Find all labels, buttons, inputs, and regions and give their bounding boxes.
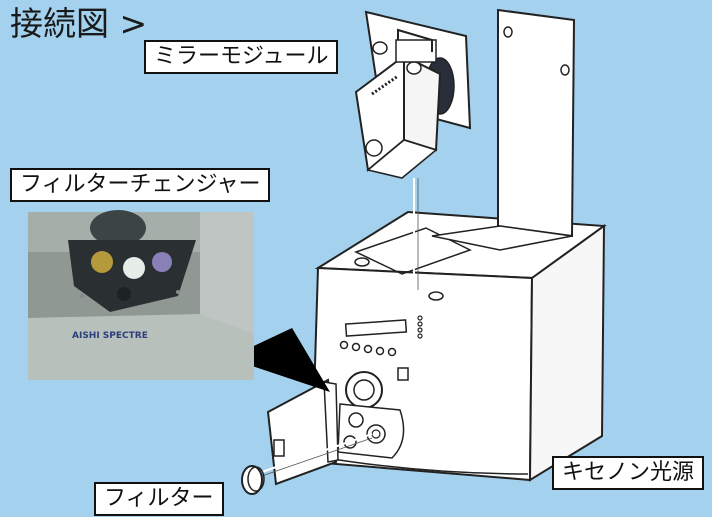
front-display: [344, 319, 408, 337]
port-3: [343, 435, 357, 449]
label-filter-changer: フィルターチェンジャー: [10, 168, 271, 202]
filter-white: [123, 257, 145, 279]
front-buttons: [339, 340, 409, 381]
indicator-leds: [417, 315, 423, 339]
top-screw-2: [428, 291, 444, 301]
port-plate: [337, 403, 405, 459]
unit-side-face: [528, 224, 606, 482]
xenon-light-source-unit: [310, 210, 607, 482]
main-dial: [345, 371, 383, 409]
photo-pointer: [228, 328, 330, 392]
diagram-heading: 接続図 >: [10, 4, 148, 43]
mirror-knob-2: [406, 61, 422, 75]
port-2: [366, 424, 386, 444]
photo-brand-text: AISHI SPECTRE: [72, 331, 148, 341]
filter-purple: [152, 252, 172, 272]
mirror-module-mount-panel: [431, 8, 576, 251]
label-mirror-module: ミラーモジュール: [144, 40, 339, 74]
mirror-knob-1: [372, 41, 388, 55]
top-screw-1: [354, 257, 370, 267]
label-xenon-light-source: キセノン光源: [552, 456, 705, 490]
filter-disk: [241, 465, 265, 495]
filter-changer-bracket: [266, 378, 339, 486]
label-filter: フィルター: [94, 482, 224, 516]
filter-changer-photo: AISHI SPECTRE: [28, 210, 254, 380]
top-port: [354, 227, 472, 275]
mirror-module: [354, 10, 472, 179]
port-1: [348, 412, 364, 428]
filter-insertion-guide: [255, 433, 373, 479]
filter-yellow: [91, 251, 113, 273]
